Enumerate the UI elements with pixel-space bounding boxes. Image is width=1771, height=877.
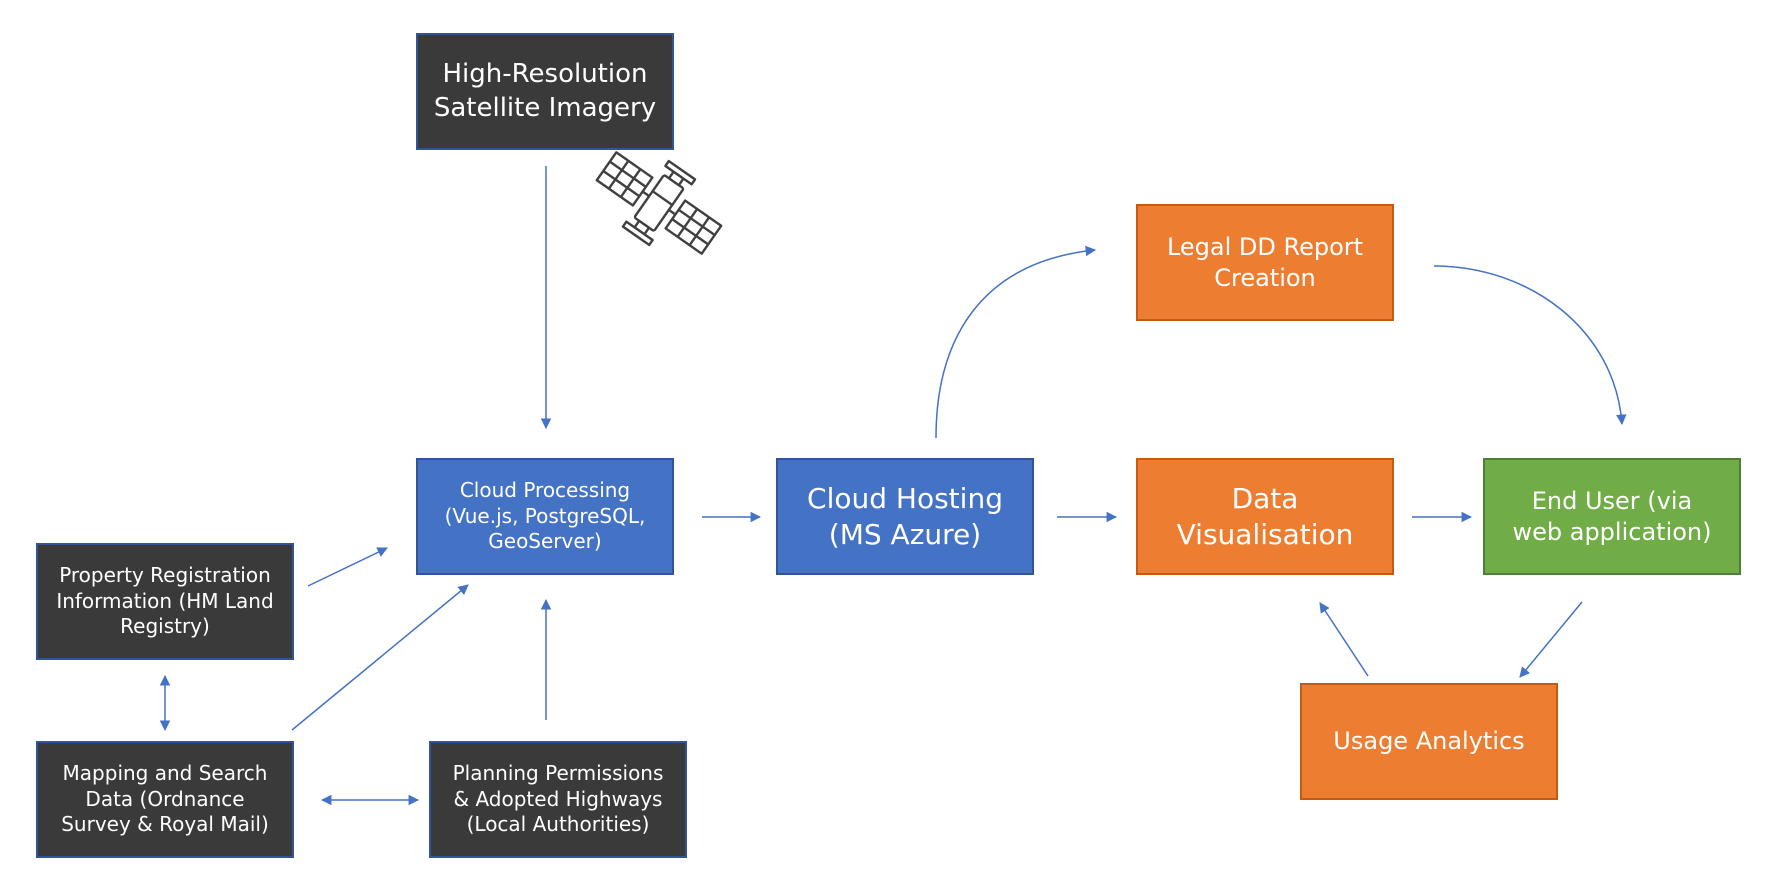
node-planning-permissions-label: Planning Permissions & Adopted Highways … <box>452 761 664 837</box>
node-data-visualisation: Data Visualisation <box>1136 458 1394 575</box>
node-usage-analytics-label: Usage Analytics <box>1333 727 1525 756</box>
arrow-hosting-to-legal <box>935 245 1097 439</box>
arrow-enduser-to-analytics <box>1519 601 1583 678</box>
node-satellite-imagery: High-Resolution Satellite Imagery <box>416 33 674 150</box>
node-satellite-imagery-label: High-Resolution Satellite Imagery <box>433 59 657 123</box>
node-end-user-label: End User (via web application) <box>1512 486 1712 546</box>
node-cloud-processing-label: Cloud Processing (Vue.js, PostgreSQL, Ge… <box>444 478 646 554</box>
node-legal-dd-report: Legal DD Report Creation <box>1136 204 1394 321</box>
node-property-registration-label: Property Registration Information (HM La… <box>56 563 274 639</box>
satellite-icon <box>595 151 723 255</box>
node-cloud-processing: Cloud Processing (Vue.js, PostgreSQL, Ge… <box>416 458 674 575</box>
arrow-property-to-processing <box>307 547 388 587</box>
node-mapping-search: Mapping and Search Data (Ordnance Survey… <box>36 741 294 858</box>
node-cloud-hosting-label: Cloud Hosting (MS Azure) <box>807 481 1003 551</box>
node-legal-dd-report-label: Legal DD Report Creation <box>1166 232 1364 292</box>
arrow-analytics-to-visualisation <box>1319 602 1369 677</box>
node-usage-analytics: Usage Analytics <box>1300 683 1558 800</box>
arrow-legal-to-enduser <box>1433 265 1627 426</box>
node-planning-permissions: Planning Permissions & Adopted Highways … <box>429 741 687 858</box>
node-end-user: End User (via web application) <box>1483 458 1741 575</box>
node-cloud-hosting: Cloud Hosting (MS Azure) <box>776 458 1034 575</box>
node-mapping-search-label: Mapping and Search Data (Ordnance Survey… <box>61 761 269 837</box>
node-property-registration: Property Registration Information (HM La… <box>36 543 294 660</box>
node-data-visualisation-label: Data Visualisation <box>1176 481 1354 551</box>
arrow-mapping-to-processing <box>291 584 469 731</box>
